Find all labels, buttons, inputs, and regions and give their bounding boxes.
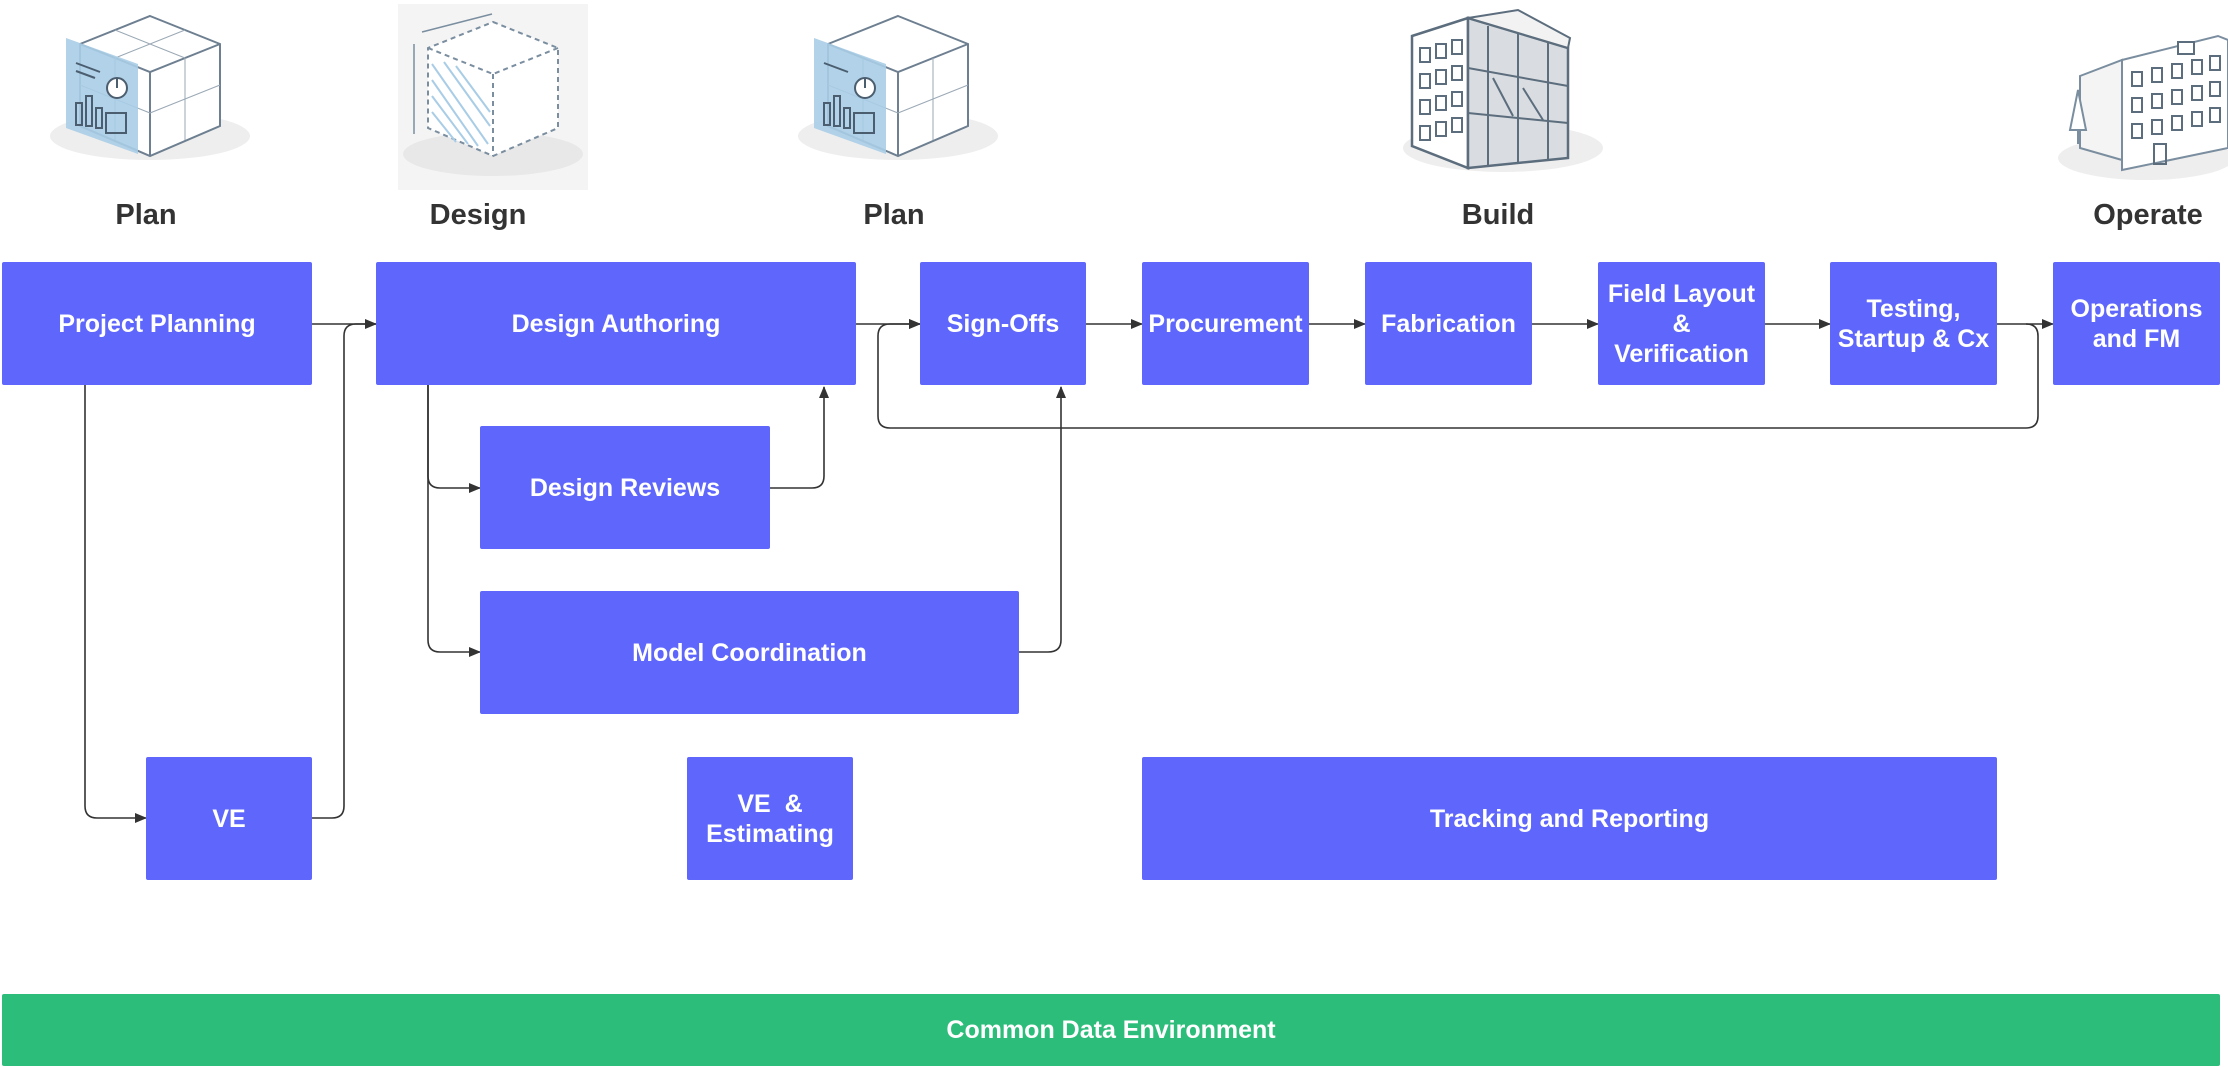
project-planning-label: Project Planning <box>58 309 256 338</box>
phase-label-plan: Plan <box>115 199 177 231</box>
testing-label-line2: Startup & Cx <box>1837 324 1990 353</box>
wireframe-cube-icon <box>398 4 588 190</box>
model-coordination-label: Model Coordination <box>632 638 867 667</box>
operations-label-line2: and FM <box>2092 324 2181 353</box>
design-reviews-label: Design Reviews <box>529 473 721 502</box>
phase-label-design: Design <box>429 199 527 231</box>
ve-estimating-box[interactable]: VE &Estimating <box>687 757 853 880</box>
testing-label-line1: Testing, <box>1866 294 1961 323</box>
ve-box[interactable]: VE <box>146 757 312 880</box>
project-planning-box[interactable]: Project Planning <box>2 262 312 385</box>
sign-offs-box[interactable]: Sign-Offs <box>920 262 1086 385</box>
connector-design-to-reviews <box>427 385 481 493</box>
common-data-environment-bar[interactable]: Common Data Environment <box>2 994 2220 1066</box>
finished-building-icon <box>2058 34 2228 180</box>
connector-planning-to-ve <box>84 385 147 823</box>
operations-label-line1: Operations <box>2070 294 2203 323</box>
phase-label-operate: Operate <box>2093 199 2203 231</box>
sign-offs-label: Sign-Offs <box>946 309 1060 338</box>
field-layout-label-line2: & Verification <box>1614 309 1749 368</box>
fabrication-box[interactable]: Fabrication <box>1365 262 1532 385</box>
planning-cube-icon <box>50 14 250 160</box>
model-coordination-box[interactable]: Model Coordination <box>480 591 1019 714</box>
connector-reviews-to-design <box>770 386 829 489</box>
connector-ve-to-design <box>312 323 376 819</box>
planning-cube-icon <box>798 14 998 160</box>
field-layout-label-line1: Field Layout <box>1607 279 1756 308</box>
tracking-reporting-box[interactable]: Tracking and Reporting <box>1142 757 1997 880</box>
field-layout-box[interactable]: Field Layout& Verification <box>1598 262 1765 385</box>
testing-box[interactable]: Testing,Startup & Cx <box>1830 262 1997 385</box>
design-reviews-box[interactable]: Design Reviews <box>480 426 770 549</box>
ve-estimating-label-line2: Estimating <box>706 819 834 848</box>
fabrication-label: Fabrication <box>1381 309 1516 338</box>
design-authoring-label: Design Authoring <box>511 309 721 338</box>
tracking-reporting-label: Tracking and Reporting <box>1429 804 1710 833</box>
ve-estimating-label-line1: VE & <box>737 789 803 818</box>
procurement-box[interactable]: Procurement <box>1142 262 1309 385</box>
building-frame-icon <box>1403 8 1603 172</box>
ve-label: VE <box>212 804 246 833</box>
procurement-label: Procurement <box>1148 309 1303 338</box>
connector-coordination-to-signoffs <box>1019 386 1066 653</box>
connector-design-to-coordination <box>427 385 481 657</box>
phase-label-plan-2: Plan <box>863 199 925 231</box>
phase-label-build: Build <box>1461 199 1535 231</box>
design-authoring-box[interactable]: Design Authoring <box>376 262 856 385</box>
cde-label: Common Data Environment <box>946 1015 1276 1044</box>
